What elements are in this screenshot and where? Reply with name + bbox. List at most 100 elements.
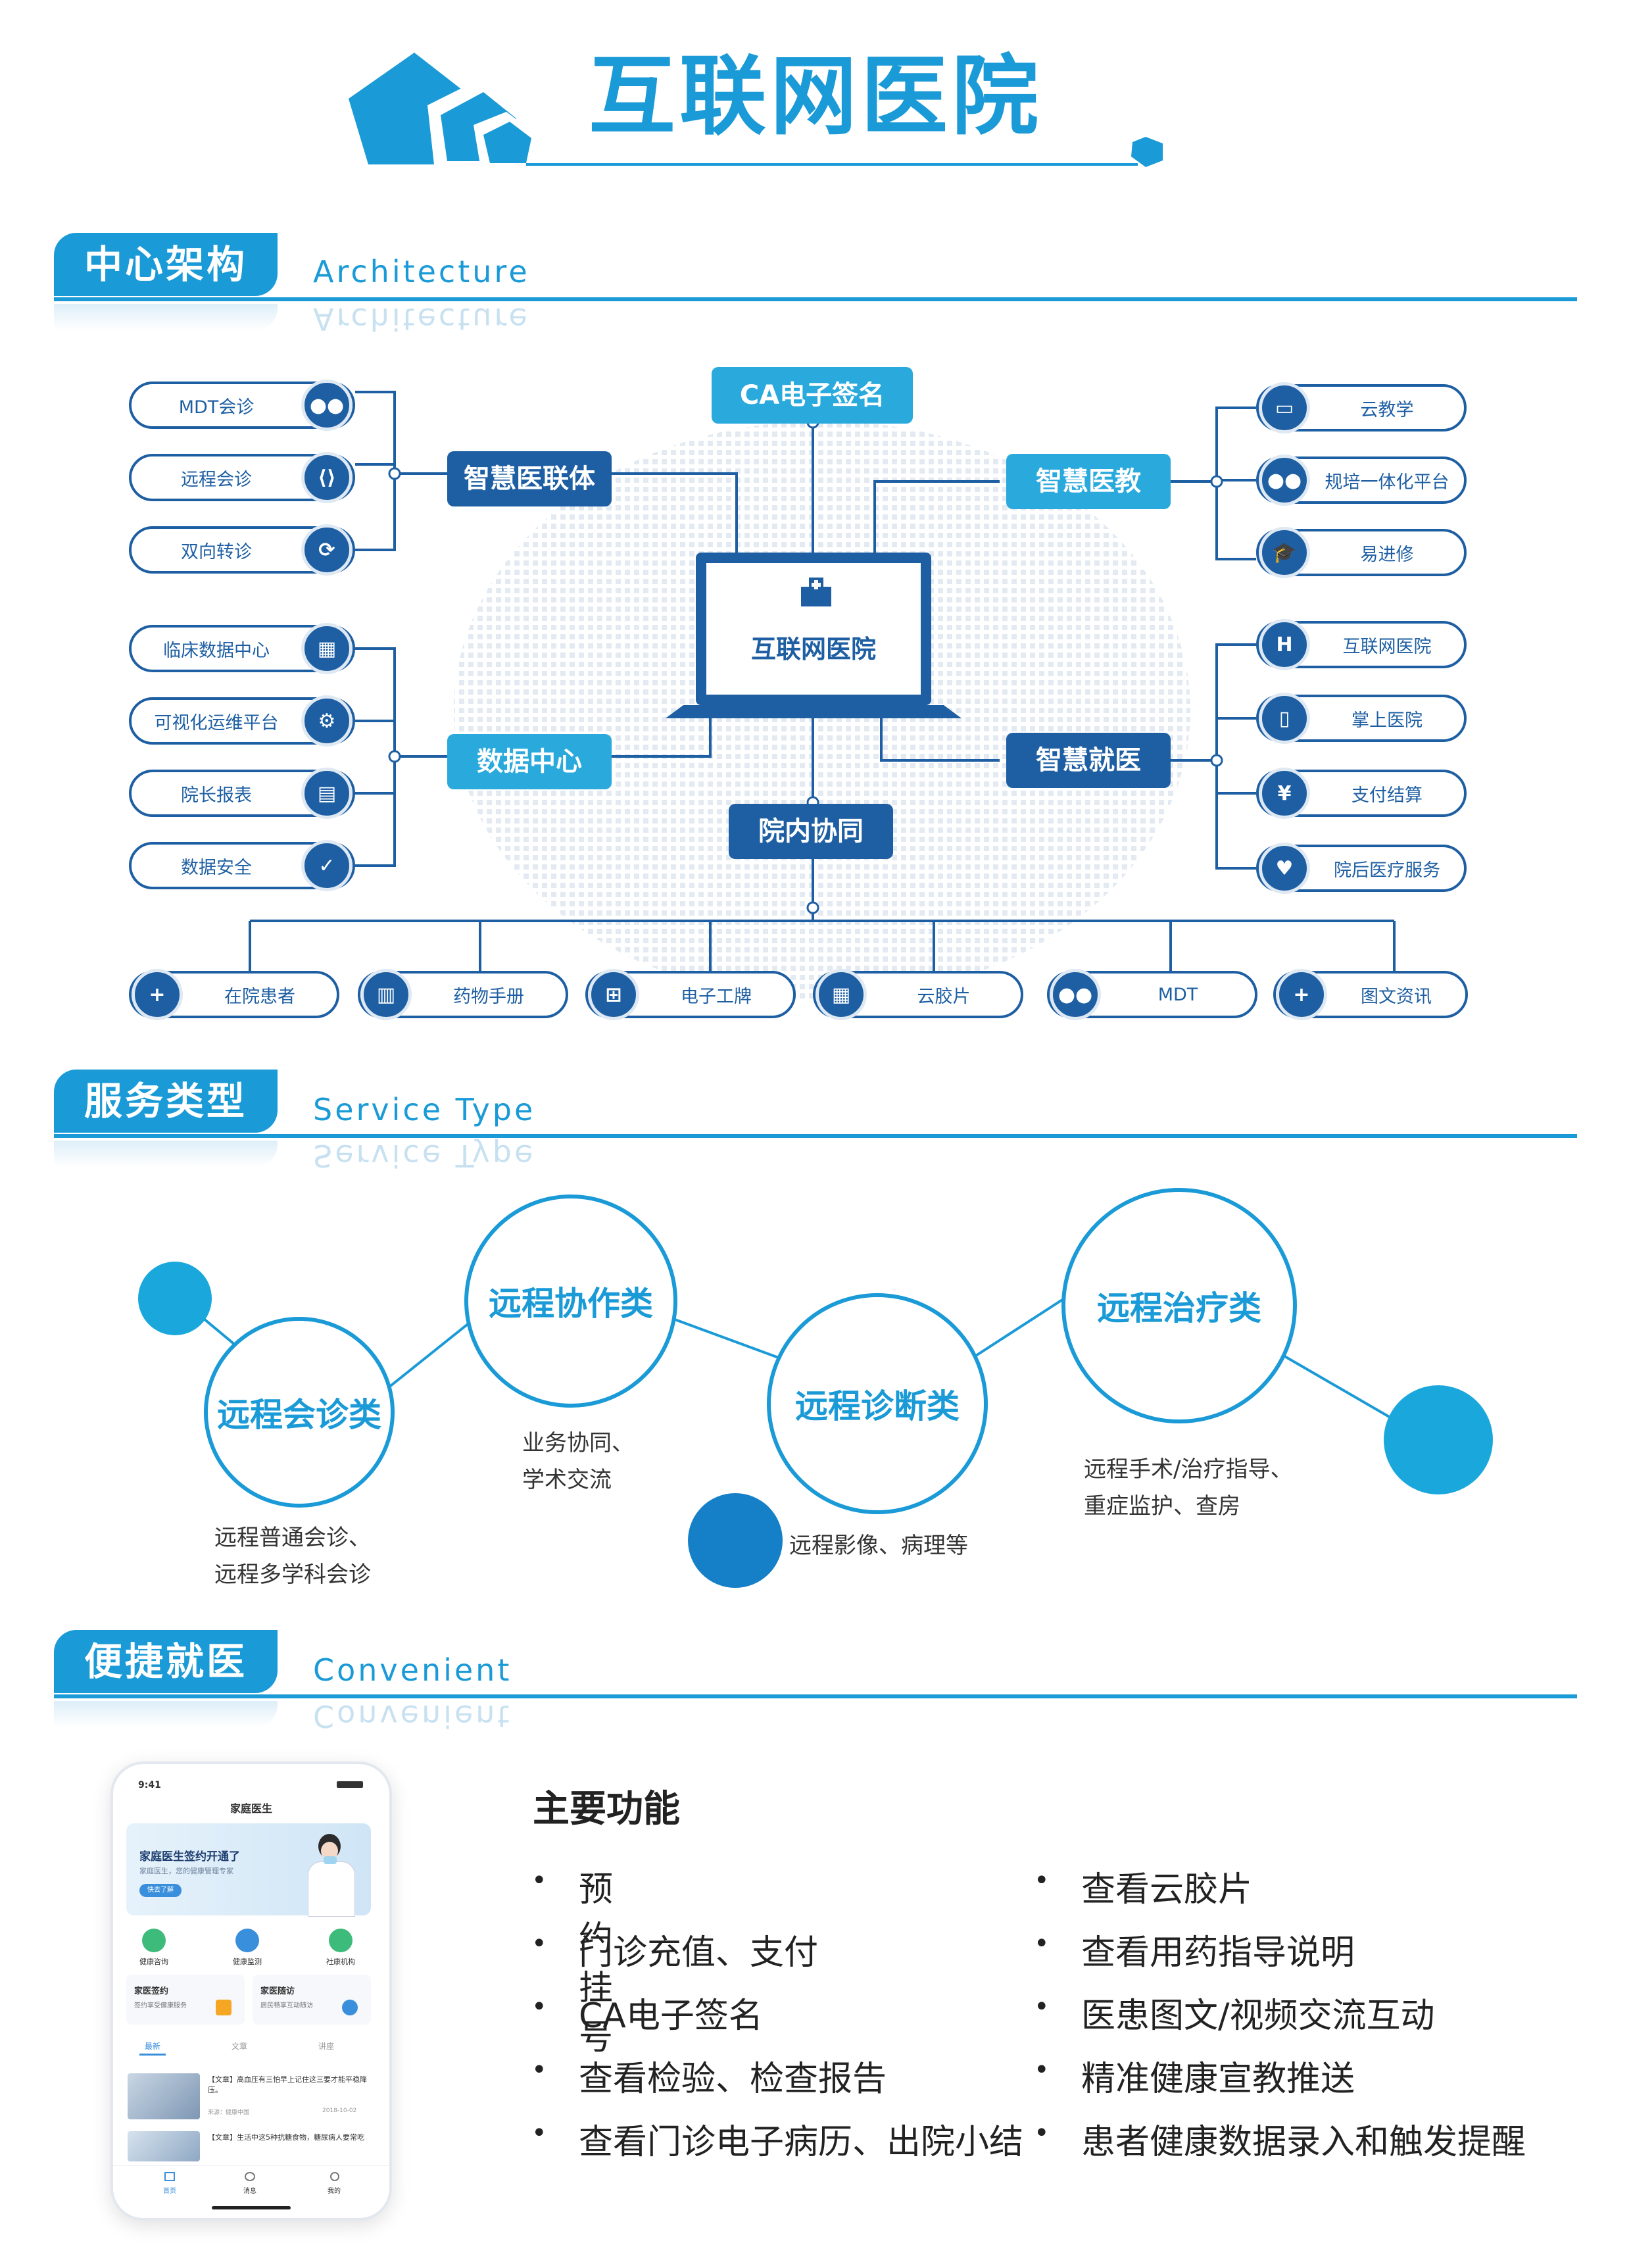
pill-clinical-data: 临床数据中心 ▦ (129, 623, 355, 674)
section-en-reflection: Convenient (313, 1698, 512, 1734)
pill-news: + 图文资讯 (1273, 969, 1468, 1020)
title-decoration (349, 53, 1163, 167)
desc-line: 学术交流 (522, 1467, 612, 1493)
article-thumbnail[interactable] (128, 2131, 200, 2161)
pill-referral: 双向转诊 ⟳ (129, 524, 355, 576)
badge-icon (216, 2000, 231, 2015)
tab-articles[interactable]: 文章 (231, 2042, 248, 2051)
banner-title: 家庭医生签约开通了 (139, 1850, 240, 1863)
phone-icon: ▯ (1259, 693, 1310, 744)
community-icon[interactable] (329, 1929, 353, 1952)
monitor-icon: ▭ (1259, 382, 1310, 433)
pill-visual-ops: 可视化运维平台 ⚙ (129, 695, 355, 747)
hospital-h-icon: H (1259, 619, 1310, 670)
people-icon: ●● (301, 380, 353, 431)
banner-button[interactable]: 快去了解 (139, 1884, 182, 1897)
pill-label: 数据安全 (181, 857, 252, 878)
feature-label: 精准健康宣教推送 (1081, 2059, 1355, 2099)
gear-icon: ⚙ (301, 695, 353, 747)
doctor-illustration (304, 1830, 356, 1917)
grid-icon: ⊞ (588, 969, 639, 1020)
home-indicator (212, 2206, 291, 2209)
pill-post-discharge: ♥ 院后医疗服务 (1256, 843, 1467, 894)
card-sub: 签约享受健康服务 (134, 2002, 187, 2009)
feature-label: 查看云胶片 (1081, 1870, 1253, 1910)
section-divider (54, 1694, 1577, 1698)
features-title: 主要功能 (533, 1788, 680, 1831)
consult-icon[interactable] (142, 1929, 166, 1952)
card-family-sign[interactable]: 家医签约 签约享受健康服务 (126, 1975, 245, 2025)
feature-label: CA电子签名 (579, 1996, 763, 2036)
desc-line: 远程多学科会诊 (214, 1562, 371, 1588)
quick-label: 健康咨询 (139, 1958, 168, 1966)
laptop-center: 互联网医院 (696, 553, 931, 705)
pill-drug-handbook: ▥ 药物手册 (358, 969, 568, 1020)
laptop-base (666, 705, 962, 718)
section-divider (54, 297, 1577, 301)
pill-remote-consult: 远程会诊 ⟨⟩ (129, 452, 355, 503)
service-desc: 业务协同、 学术交流 (522, 1425, 634, 1498)
tab-latest[interactable]: 最新 (145, 2042, 161, 2051)
profile-icon[interactable] (330, 2172, 339, 2181)
nav-label[interactable]: 我的 (328, 2188, 341, 2195)
pill-label: 支付结算 (1351, 785, 1423, 806)
nav-label[interactable]: 首页 (163, 2188, 176, 2195)
article-title[interactable]: 【文章】生活中这5种抗糖食物，糖尿病人要常吃 (208, 2133, 364, 2142)
phone-banner[interactable]: 家庭医生签约开通了 家庭医生，您的健康管理专家 快去了解 (126, 1823, 371, 1917)
desc-line: 重症监护、查房 (1084, 1493, 1240, 1519)
quick-label: 健康监测 (233, 1958, 262, 1966)
building-icon: ▦ (301, 623, 353, 674)
section-en-architecture: Architecture (313, 254, 530, 289)
pill-label: 掌上医院 (1351, 710, 1423, 731)
feature-label: 医患图文/视频交流互动 (1081, 1996, 1435, 2036)
page-title: 互联网医院 (589, 46, 1042, 147)
pill-label: 双向转诊 (181, 541, 252, 562)
section-en-reflection: Service Type (313, 1138, 536, 1173)
feature-label: 门诊充值、支付 (579, 1933, 819, 1973)
service-remote-collab: 远程协作类 (464, 1195, 677, 1408)
pill-further-study: 🎓 易进修 (1256, 527, 1467, 578)
section-en-service: Service Type (313, 1092, 536, 1127)
section-tab-reflection (54, 1701, 278, 1727)
feature-label: 查看用药指导说明 (1081, 1933, 1355, 1973)
pill-e-badge: ⊞ 电子工牌 (585, 969, 796, 1020)
feature-label: 患者健康数据录入和触发提醒 (1081, 2123, 1526, 2162)
refresh-icon: ⟳ (301, 524, 353, 576)
battery-icon (337, 1781, 363, 1788)
pill-label: MDT (1157, 984, 1198, 1005)
hub-smart-medical-alliance: 智慧医联体 (447, 451, 612, 506)
architecture-connectors (249, 391, 1396, 980)
service-remote-consult: 远程会诊类 (204, 1317, 395, 1508)
pill-label: 可视化运维平台 (154, 712, 279, 733)
monitor-health-icon[interactable] (235, 1929, 259, 1952)
pill-label: 在院患者 (224, 986, 295, 1007)
pill-label: 图文资讯 (1361, 986, 1432, 1007)
home-icon[interactable] (164, 2172, 175, 2181)
card-family-follow[interactable]: 家医随访 居民畅享互动随访 (253, 1975, 371, 2025)
service-remote-diagnosis: 远程诊断类 (767, 1293, 988, 1514)
pill-payment: ¥ 支付结算 (1256, 768, 1467, 819)
feature-label: 查看门诊电子病历、出院小结 (579, 2123, 1024, 2162)
pill-label: 院后医疗服务 (1334, 860, 1440, 881)
yen-icon: ¥ (1259, 768, 1310, 819)
section-en-reflection: Architecture (313, 301, 530, 337)
nav-label[interactable]: 消息 (243, 2188, 256, 2195)
article-title[interactable]: 【文章】高血压有三怕早上记住这三要才能平稳降压。 (208, 2075, 367, 2094)
section-tab-reflection (54, 1141, 278, 1167)
article-thumbnail[interactable] (128, 2073, 200, 2119)
message-icon[interactable] (245, 2172, 255, 2181)
user-add-icon: + (132, 969, 183, 1020)
pill-label: 远程会诊 (181, 469, 252, 490)
decor-dot (138, 1262, 212, 1335)
chat-icon (342, 2000, 358, 2015)
section-divider (54, 1134, 1577, 1138)
pill-cloud-film: ▦ 云胶片 (813, 969, 1023, 1020)
pill-label: 互联网医院 (1342, 636, 1432, 657)
tab-lectures[interactable]: 讲座 (318, 2042, 335, 2051)
hub-smart-medical: 智慧就医 (1006, 733, 1171, 788)
pill-label: 药物手册 (453, 986, 524, 1007)
desc-line: 远程普通会诊、 (214, 1525, 371, 1551)
section-tab-reflection (54, 304, 278, 330)
service-remote-treatment: 远程治疗类 (1061, 1188, 1297, 1423)
section-en-convenient: Convenient (313, 1652, 512, 1688)
